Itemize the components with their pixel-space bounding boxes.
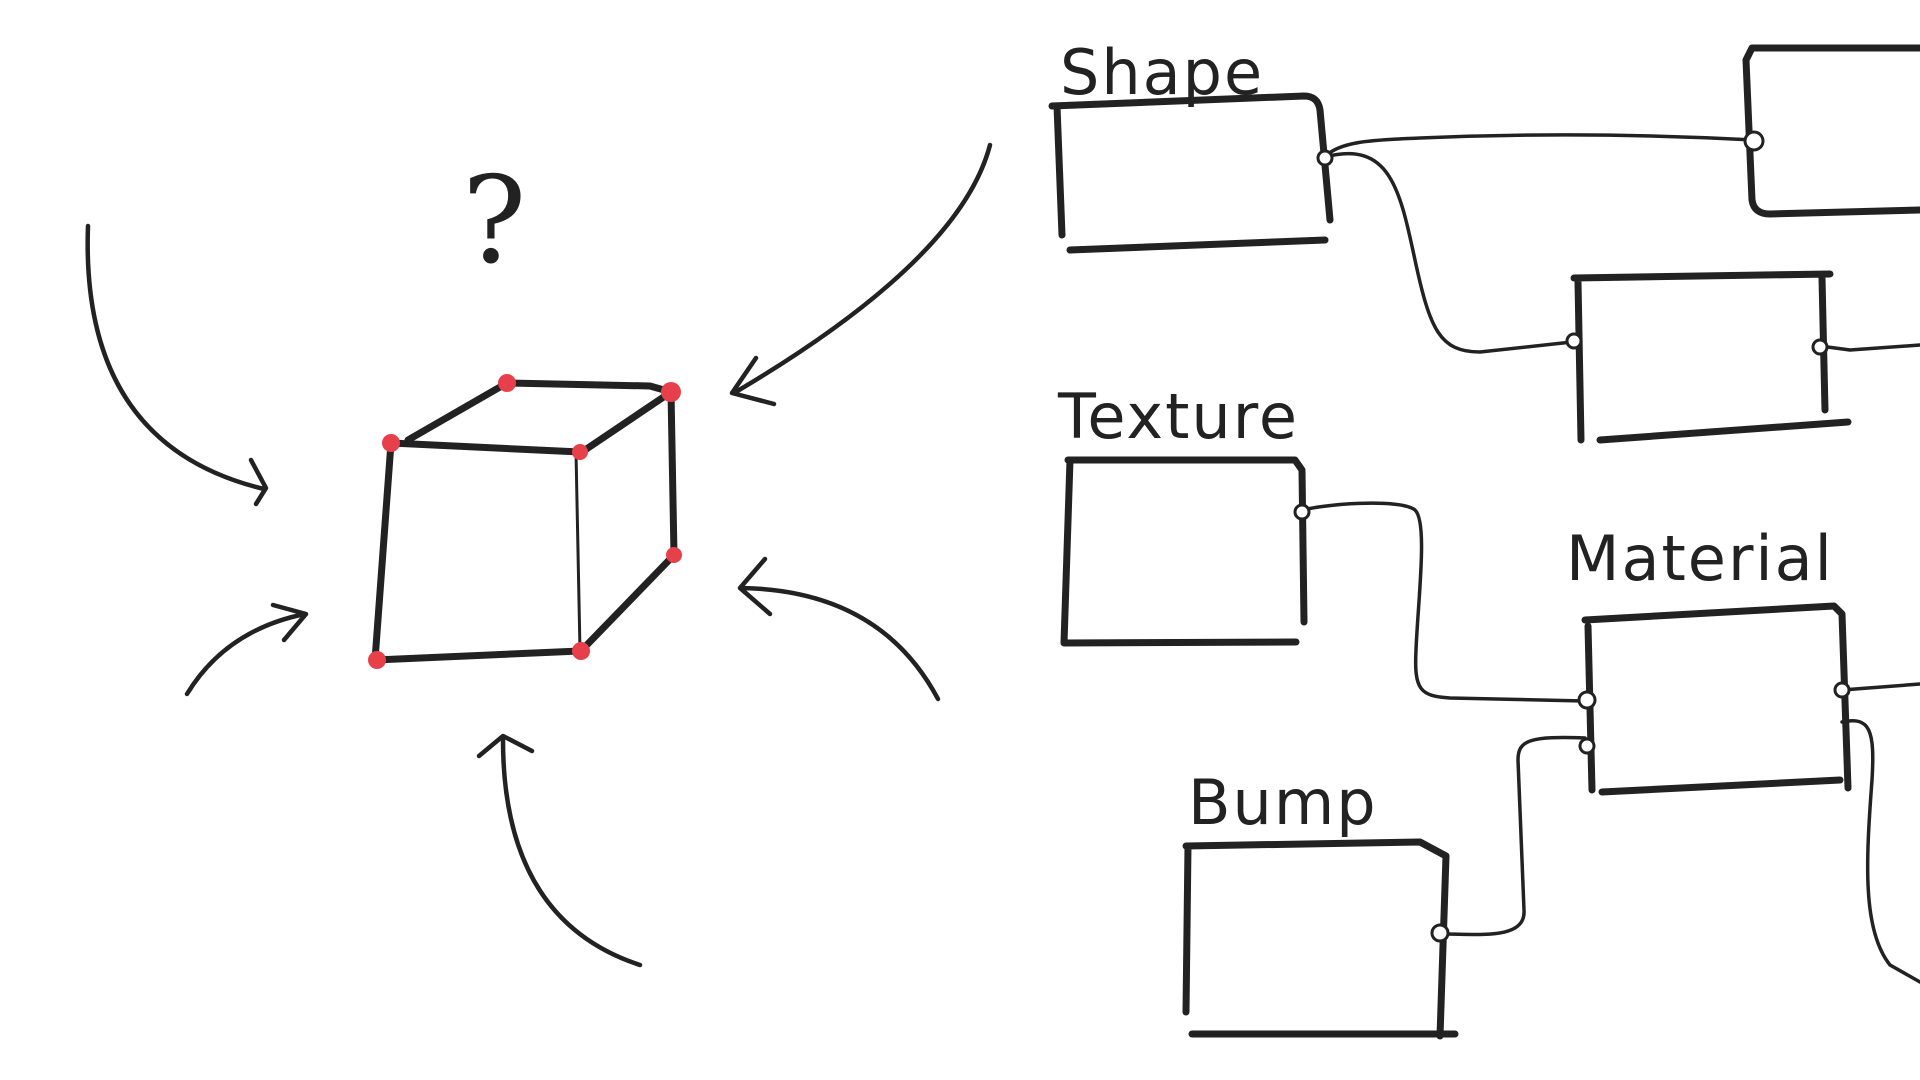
arrow-bottom bbox=[500, 734, 643, 968]
node-texture-box bbox=[1060, 456, 1308, 647]
arrow-left-head bbox=[270, 602, 309, 643]
node-output-top-box bbox=[1742, 44, 1920, 218]
cube-front-right-edge bbox=[574, 450, 582, 653]
arrow-bottom-head bbox=[476, 733, 535, 759]
cube-vertex[interactable] bbox=[572, 444, 588, 460]
arrow-top-left bbox=[85, 223, 267, 492]
cube-vertex[interactable] bbox=[666, 547, 682, 563]
node-shape-output-port[interactable] bbox=[1316, 149, 1334, 167]
cube-top-edge bbox=[404, 379, 675, 444]
cube-top-right-edge bbox=[578, 388, 675, 456]
cube-vertex[interactable] bbox=[572, 642, 590, 660]
wire-material-out bbox=[1840, 682, 1920, 692]
node-transform-output-port[interactable] bbox=[1811, 338, 1829, 356]
wire-shape-to-output-top bbox=[1323, 133, 1756, 159]
arrow-top-right bbox=[731, 142, 993, 396]
node-texture-label: Texture bbox=[1057, 380, 1299, 453]
node-bump-box bbox=[1182, 838, 1459, 1040]
wire-shape-to-transform bbox=[1323, 151, 1574, 354]
cube-right-back-edge bbox=[667, 388, 678, 559]
node-bump-label: Bump bbox=[1188, 766, 1378, 839]
arrow-top-left-head bbox=[248, 457, 269, 507]
question-mark: ? bbox=[462, 152, 526, 291]
node-texture-output-port[interactable] bbox=[1293, 503, 1311, 521]
wire-bump-to-material bbox=[1440, 735, 1587, 937]
wire-material-out-down bbox=[1840, 719, 1920, 984]
cube-front-face bbox=[371, 439, 584, 664]
cube-illustration: ? bbox=[85, 142, 993, 968]
arrow-top-right-head bbox=[729, 355, 777, 407]
node-output-top[interactable] bbox=[1742, 44, 1920, 218]
wire-transform-out bbox=[1818, 343, 1920, 352]
wire-texture-to-material bbox=[1298, 501, 1586, 703]
node-material-input-port-texture[interactable] bbox=[1577, 690, 1597, 710]
arrow-right-head bbox=[737, 556, 773, 617]
cube-vertex[interactable] bbox=[498, 374, 516, 392]
arrow-left bbox=[184, 611, 308, 697]
node-output-top-input-port[interactable] bbox=[1743, 130, 1765, 152]
node-bump[interactable]: Bump bbox=[1182, 766, 1459, 1040]
cube-vertex[interactable] bbox=[382, 434, 400, 452]
node-transform-input-port[interactable] bbox=[1565, 332, 1583, 350]
node-graph: Shape Texture Material bbox=[1048, 36, 1920, 1040]
node-shape[interactable]: Shape bbox=[1048, 36, 1334, 254]
arrow-right bbox=[738, 585, 941, 702]
cube-vertex[interactable] bbox=[368, 651, 386, 669]
node-transform[interactable] bbox=[1565, 270, 1852, 444]
node-transform-box bbox=[1570, 270, 1852, 444]
node-material-output-port[interactable] bbox=[1833, 681, 1851, 699]
node-shape-box bbox=[1048, 92, 1334, 254]
cube-right-bottom-edge bbox=[577, 551, 678, 655]
node-material-input-port-bump[interactable] bbox=[1578, 737, 1596, 755]
node-texture[interactable]: Texture bbox=[1057, 380, 1311, 647]
node-bump-output-port[interactable] bbox=[1430, 923, 1450, 943]
node-material-label: Material bbox=[1566, 522, 1834, 595]
node-material-box bbox=[1581, 602, 1852, 796]
node-material[interactable]: Material bbox=[1566, 522, 1852, 796]
cube-vertex[interactable] bbox=[661, 382, 681, 402]
